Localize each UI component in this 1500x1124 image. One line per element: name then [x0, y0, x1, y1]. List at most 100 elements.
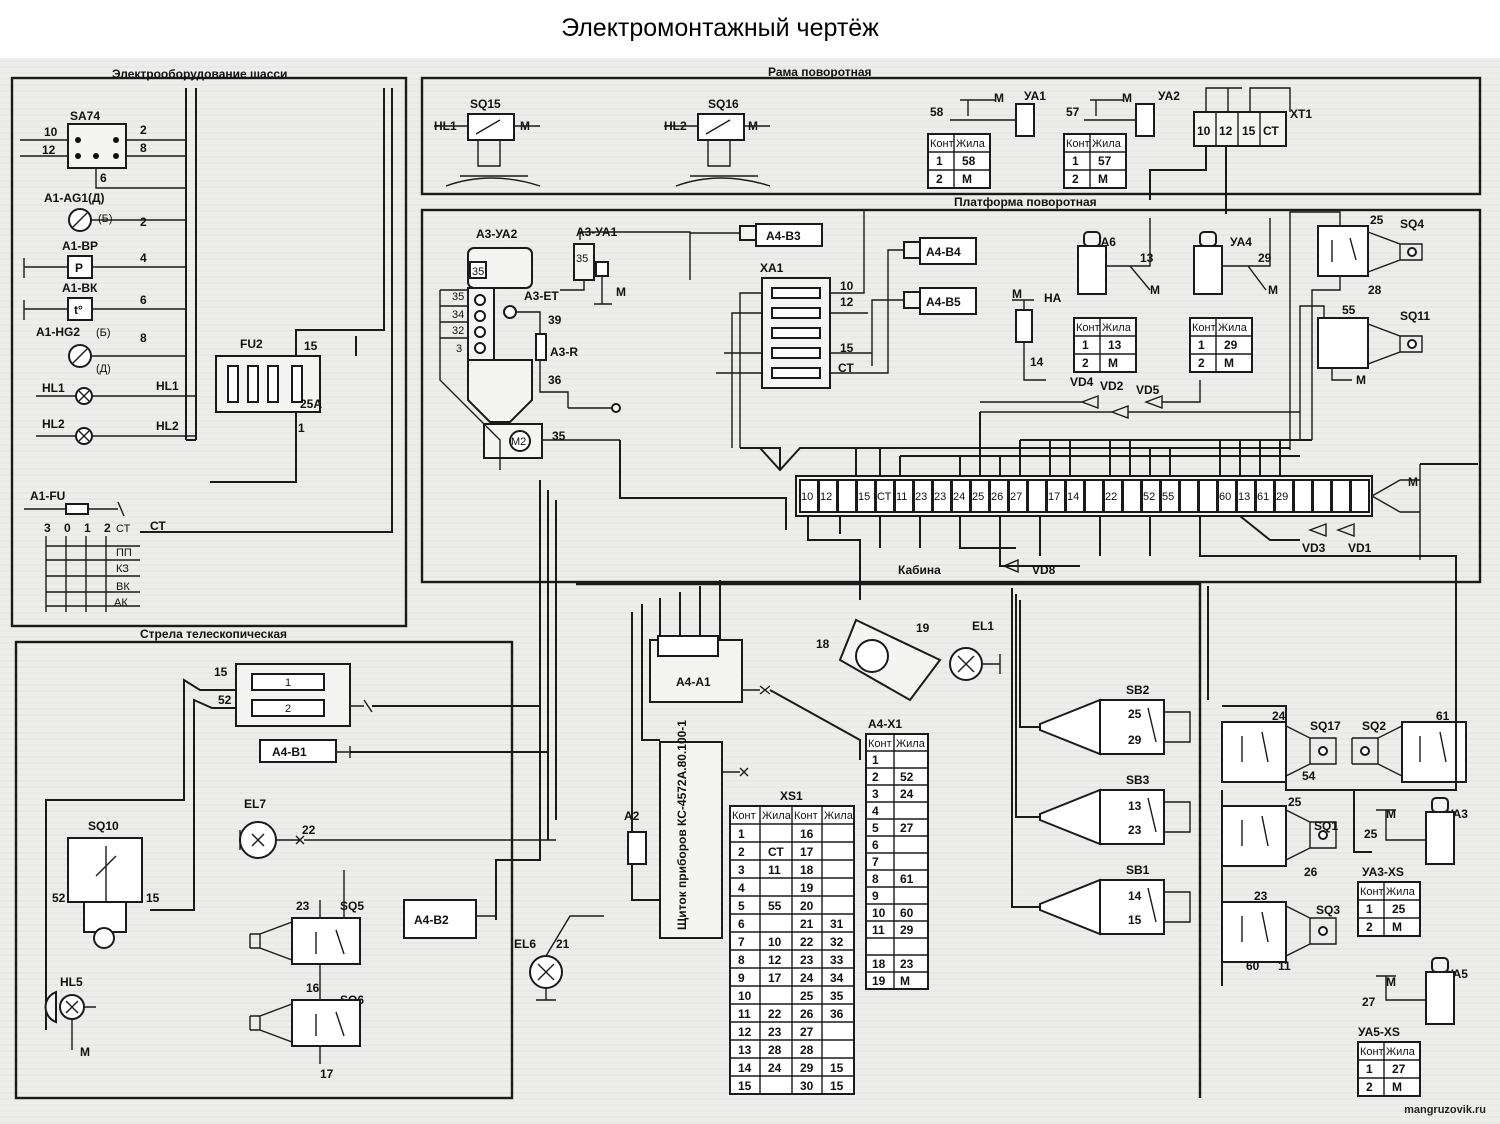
cab-frame [576, 582, 1202, 1098]
svg-text:0: 0 [64, 521, 71, 535]
terminal-label: 55 [1162, 491, 1174, 503]
table-header: Жила [1218, 322, 1248, 334]
svg-text:HL2: HL2 [156, 419, 179, 433]
svg-text:Щиток приборов КС-4572А.80.100: Щиток приборов КС-4572А.80.100-1 [675, 720, 689, 930]
terminal-label: 10 [801, 491, 813, 503]
table-cell: 12 [738, 1025, 752, 1039]
table-cell: 34 [830, 971, 844, 985]
svg-text:А3-ЕТ: А3-ЕТ [524, 289, 559, 303]
terminal-cell [1350, 479, 1370, 513]
svg-text:13: 13 [1128, 799, 1142, 813]
sa74-switch[interactable] [67, 123, 127, 169]
svg-text:УА2: УА2 [1158, 89, 1180, 103]
terminal-cell [1084, 479, 1104, 513]
sq16-switch [697, 113, 745, 141]
wiring-diagram: Электрооборудование шасси Рама поворотна… [10, 65, 1482, 1100]
svg-text:УА4: УА4 [1230, 235, 1252, 249]
table-cell: 2 [1366, 1080, 1373, 1094]
svg-text:VD1: VD1 [1348, 541, 1372, 555]
svg-text:VD5: VD5 [1136, 383, 1160, 397]
terminal-cell [1331, 479, 1351, 513]
svg-text:21: 21 [556, 937, 570, 951]
table-header: Конт [1076, 322, 1100, 334]
svg-text:А4-В3: А4-В3 [766, 229, 801, 243]
svg-text:25: 25 [1288, 795, 1302, 809]
ignition-grid: 3 0 1 2 СТ ПП КЗ ВК АК СТ [44, 88, 393, 612]
sq11-limit-switch [1317, 317, 1369, 369]
terminal-cell [1198, 479, 1218, 513]
page-title: Электромонтажный чертёж [561, 14, 879, 42]
hl5-lamp [44, 990, 57, 1024]
table-header: Жила [956, 138, 986, 150]
table-cell: 17 [800, 845, 814, 859]
sb1-button[interactable]: SB1 14 15 [1039, 863, 1191, 936]
svg-text:VD3: VD3 [1302, 541, 1326, 555]
diagram-sheet: Электрооборудование шасси Рама поворотна… [0, 58, 1500, 1124]
ha-horn [1015, 309, 1033, 343]
svg-text:HL1: HL1 [42, 381, 65, 395]
table-cell: 10 [872, 906, 886, 920]
svg-text:VD8: VD8 [1032, 563, 1056, 577]
ya5-valve [1425, 971, 1455, 1025]
svg-text:10: 10 [840, 279, 854, 293]
sb2-button[interactable]: SB2 25 29 [1039, 683, 1191, 756]
table-cell: М [900, 974, 910, 988]
svg-text:14: 14 [1128, 889, 1142, 903]
svg-text:EL1: EL1 [972, 619, 994, 633]
table-cell: 5 [872, 821, 879, 835]
table-cell: 30 [800, 1079, 814, 1093]
chassis-group: SA74 10 12 2 8 6 А1-AG1(Д) (Б) 2 А1-ВР P… [20, 88, 393, 612]
terminal-label: 26 [991, 491, 1003, 503]
terminal-label: 11 [896, 491, 907, 503]
a1-fuse [65, 503, 89, 515]
svg-text:54: 54 [1302, 769, 1316, 783]
table-cell: 27 [1392, 1062, 1406, 1076]
table-cell: 36 [830, 1007, 844, 1021]
svg-text:А3-R: А3-R [550, 345, 578, 359]
table-cell: М [962, 172, 972, 186]
svg-text:SQ2: SQ2 [1362, 719, 1386, 733]
table-cell: 13 [738, 1043, 752, 1057]
table-cell: 2 [1072, 172, 1079, 186]
right-group: 24 SQ17 54 SQ2 61 SQ1 25 26 SQ3 23 60 11… [1207, 586, 1468, 1039]
svg-text:28: 28 [1368, 283, 1382, 297]
table-cell: 52 [900, 770, 914, 784]
terminal-label: 24 [953, 491, 965, 503]
sq3-limit-switch [1221, 901, 1287, 963]
table-cell: 6 [872, 838, 879, 852]
boom-frame [14, 640, 514, 1100]
svg-text:15: 15 [1128, 913, 1142, 927]
svg-text:А1-FU: А1-FU [30, 489, 65, 503]
table-header: Конт [868, 738, 892, 750]
svg-text:1: 1 [298, 421, 305, 435]
svg-text:XA1: XA1 [760, 261, 784, 275]
table-cell: 23 [900, 957, 914, 971]
svg-text:СТ: СТ [150, 519, 166, 533]
terminal-label: 17 [1048, 491, 1060, 503]
a3-resistor [535, 333, 547, 361]
table-cell: 11 [738, 1007, 751, 1021]
table-cell: 35 [830, 989, 844, 1003]
platform-group: А3-УА2 35 35 34 32 3 M2 35 А3-ЕТ 39 А3-R… [439, 210, 1478, 700]
table-header: Жила [1092, 138, 1122, 150]
terminal-label: 29 [1276, 491, 1288, 503]
svg-text:14: 14 [1030, 355, 1044, 369]
table-cell: 1 [872, 753, 879, 767]
table-header: Конт [732, 810, 756, 822]
svg-text:4: 4 [140, 251, 147, 265]
svg-text:SB1: SB1 [1126, 863, 1150, 877]
section-frames [10, 76, 1482, 1100]
svg-text:55: 55 [1342, 303, 1356, 317]
terminal-label: 27 [1010, 491, 1022, 503]
sq5-limit-switch [291, 917, 361, 965]
table-cell: М [1392, 920, 1402, 934]
sb3-button[interactable]: SB3 13 23 [1039, 773, 1191, 846]
svg-text:SQ16: SQ16 [708, 97, 739, 111]
terminal-cell [1027, 479, 1047, 513]
svg-text:8: 8 [140, 141, 147, 155]
svg-text:39: 39 [548, 313, 562, 327]
a3-et-sensor [503, 305, 517, 319]
